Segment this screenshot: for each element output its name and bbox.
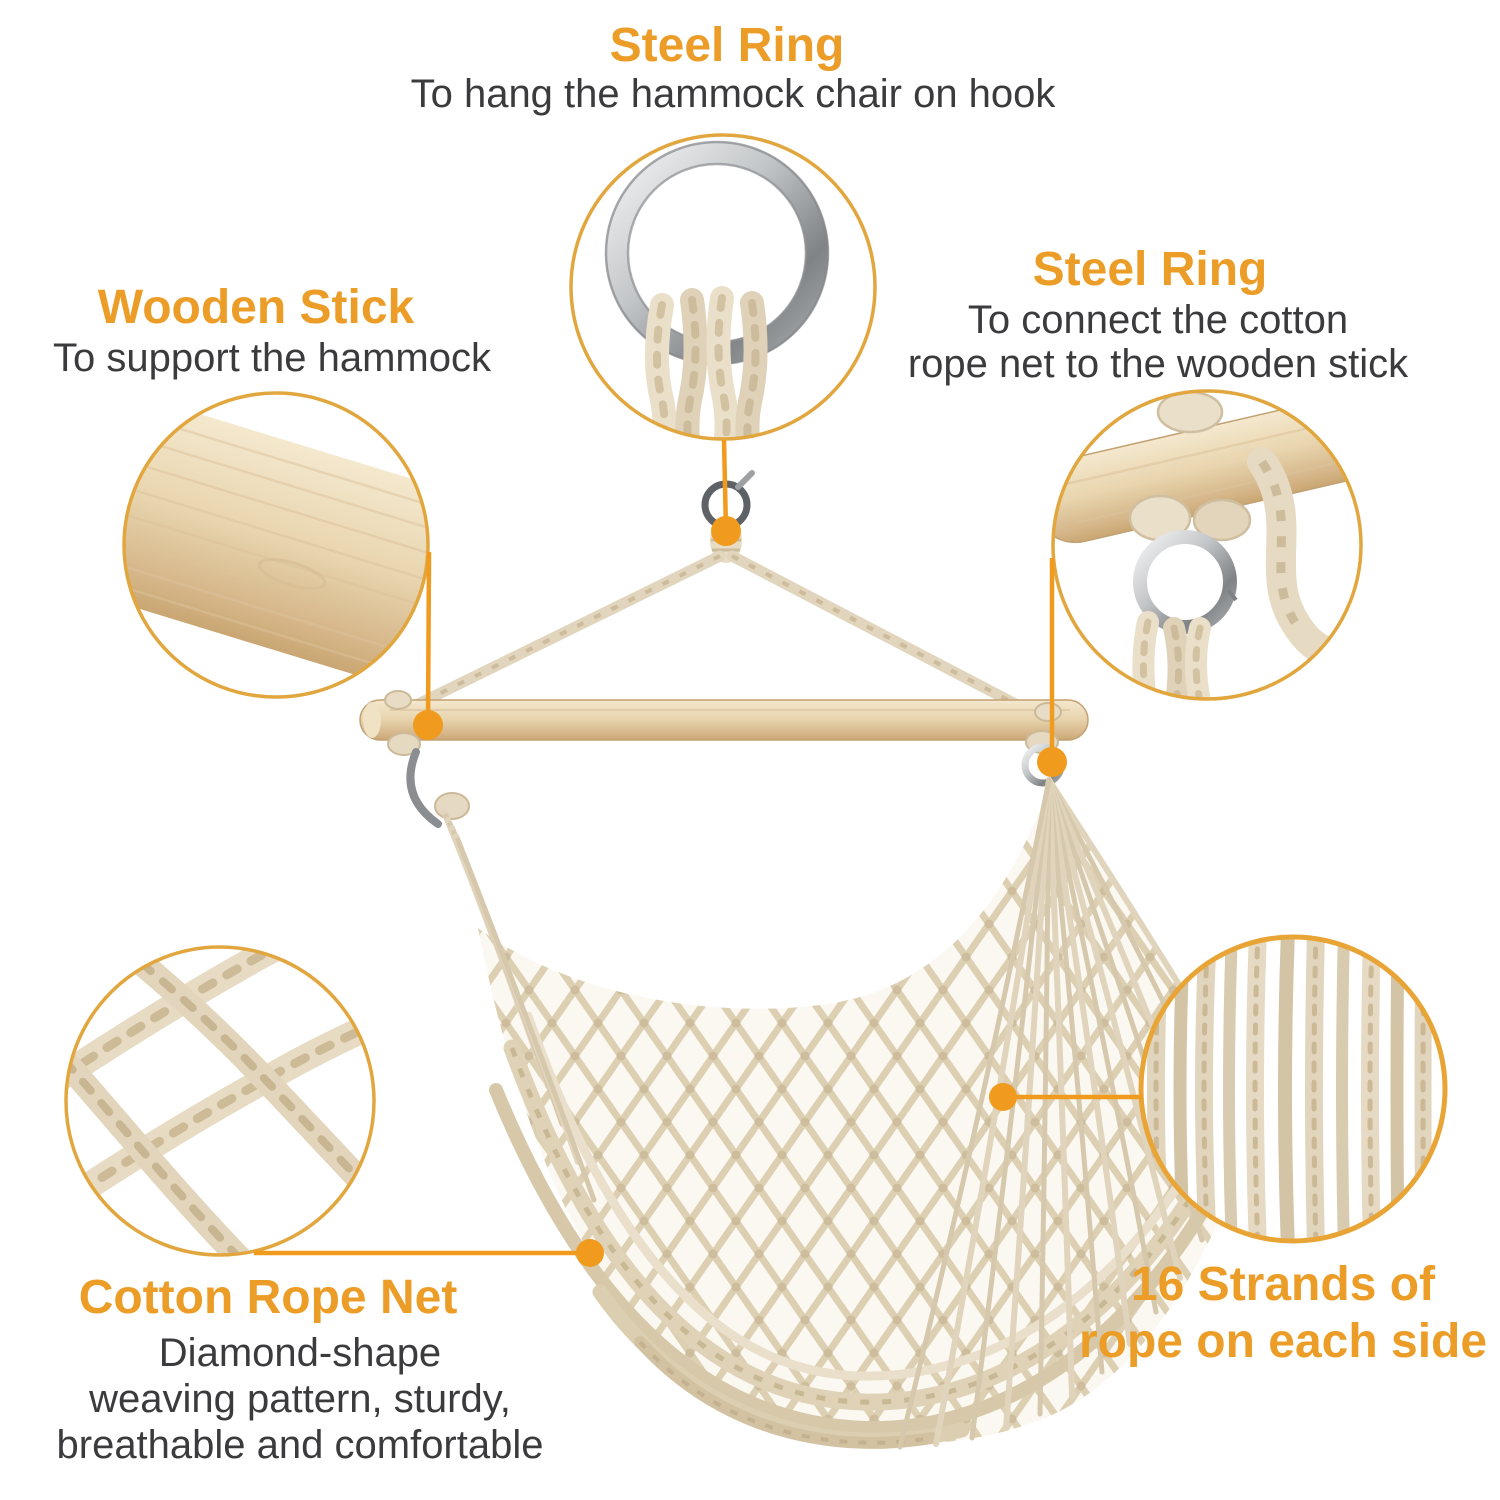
bottom-left-desc-line1: Diamond-shape <box>158 1331 442 1375</box>
left-callout-title: Wooden Stick <box>97 281 415 334</box>
right-callout-desc: To connect the cotton rope net to the wo… <box>908 298 1408 386</box>
top-callout-title: Steel Ring <box>609 19 845 72</box>
left-callout-desc: To support the hammock <box>53 336 491 380</box>
top-callout-desc: To hang the hammock chair on hook <box>410 72 1056 116</box>
leader-line-top <box>721 439 729 532</box>
bottom-left-desc-line3: breathable and comfortable <box>56 1423 544 1467</box>
callout-circle-rope-net <box>64 945 376 1257</box>
bottom-left-desc-line2: weaving pattern, sturdy, <box>89 1377 511 1421</box>
left-rope-strands <box>441 809 597 1203</box>
bottom-right-title-line2: rope on each side <box>1078 1315 1488 1368</box>
leader-dot-right-ring <box>1037 747 1067 777</box>
right-callout-title: Steel Ring <box>1032 243 1268 296</box>
callout-circle-wooden-stick <box>122 391 430 699</box>
bottom-right-title-line1: 16 Strands of <box>1130 1258 1436 1311</box>
leader-dot-top-ring <box>711 516 741 546</box>
leader-lines <box>254 439 1142 1256</box>
leader-dots <box>413 516 1067 1267</box>
callout-circle-steel-ring-top <box>569 133 877 441</box>
suspension-ropes <box>396 550 1056 728</box>
callout-circle-steel-ring-right <box>1051 389 1363 701</box>
bottom-left-callout-desc: Diamond-shape weaving pattern, sturdy, b… <box>57 1330 544 1468</box>
leader-line-left <box>425 551 432 726</box>
leader-dot-rope-net <box>576 1239 604 1267</box>
bottom-left-callout-title: Cotton Rope Net <box>78 1271 458 1324</box>
hammock-chair <box>359 470 1261 1450</box>
wooden-spreader-bar <box>359 699 1089 741</box>
right-callout-desc-line1: To connect the cotton <box>967 298 1349 342</box>
leader-dot-rope-strands <box>989 1083 1017 1111</box>
leader-dot-wooden-stick <box>413 710 443 740</box>
right-callout-desc-line2: rope net to the wooden stick <box>907 342 1409 386</box>
bottom-right-callout-title: 16 Strands of rope on each side <box>1079 1256 1487 1370</box>
